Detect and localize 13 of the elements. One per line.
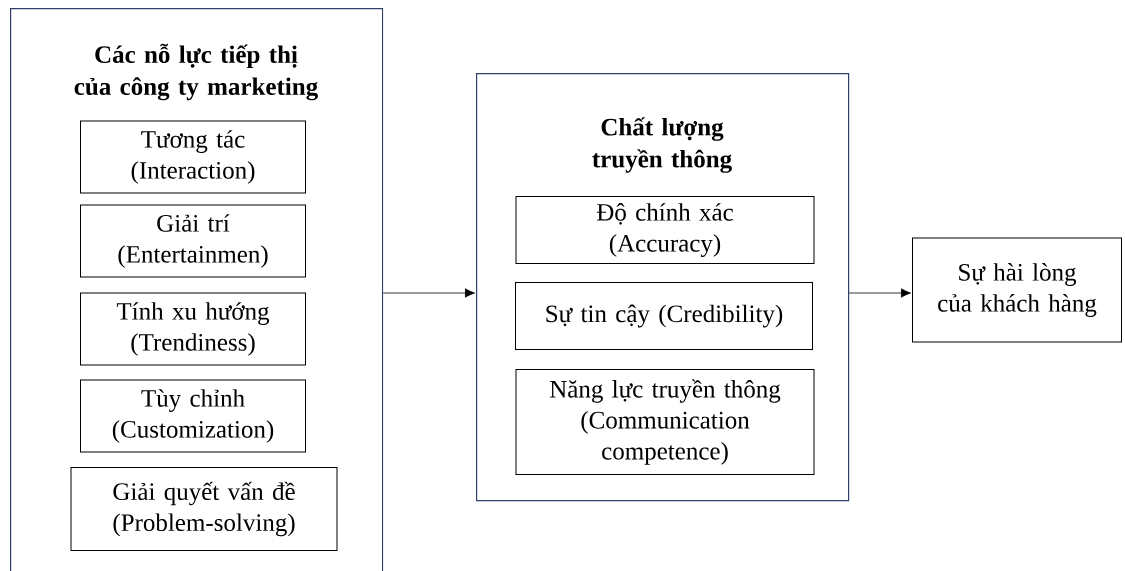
concept-box: Giải trí (Entertainmen)	[80, 204, 306, 278]
concept-box: Tùy chỉnh (Customization)	[80, 379, 306, 453]
concept-box: Sự tin cậy (Credibility)	[515, 282, 813, 350]
concept-box: Tính xu hướng (Trendiness)	[80, 292, 306, 366]
concept-box: Tương tác (Interaction)	[80, 120, 306, 194]
heading: Chất lượng truyền thông	[592, 117, 732, 173]
concept-box: Năng lực truyền thông (Communication competence)	[515, 369, 815, 475]
heading: Các nỗ lực tiếp thị của công ty marketing	[74, 43, 318, 101]
arrow	[382, 288, 476, 298]
concept-box: Giải quyết vấn đề (Problem-solving)	[70, 467, 338, 551]
concept-box: Sự hài lòng của khách hàng	[912, 237, 1122, 343]
concept-box: Độ chính xác (Accuracy)	[515, 196, 815, 264]
arrow	[848, 288, 912, 298]
